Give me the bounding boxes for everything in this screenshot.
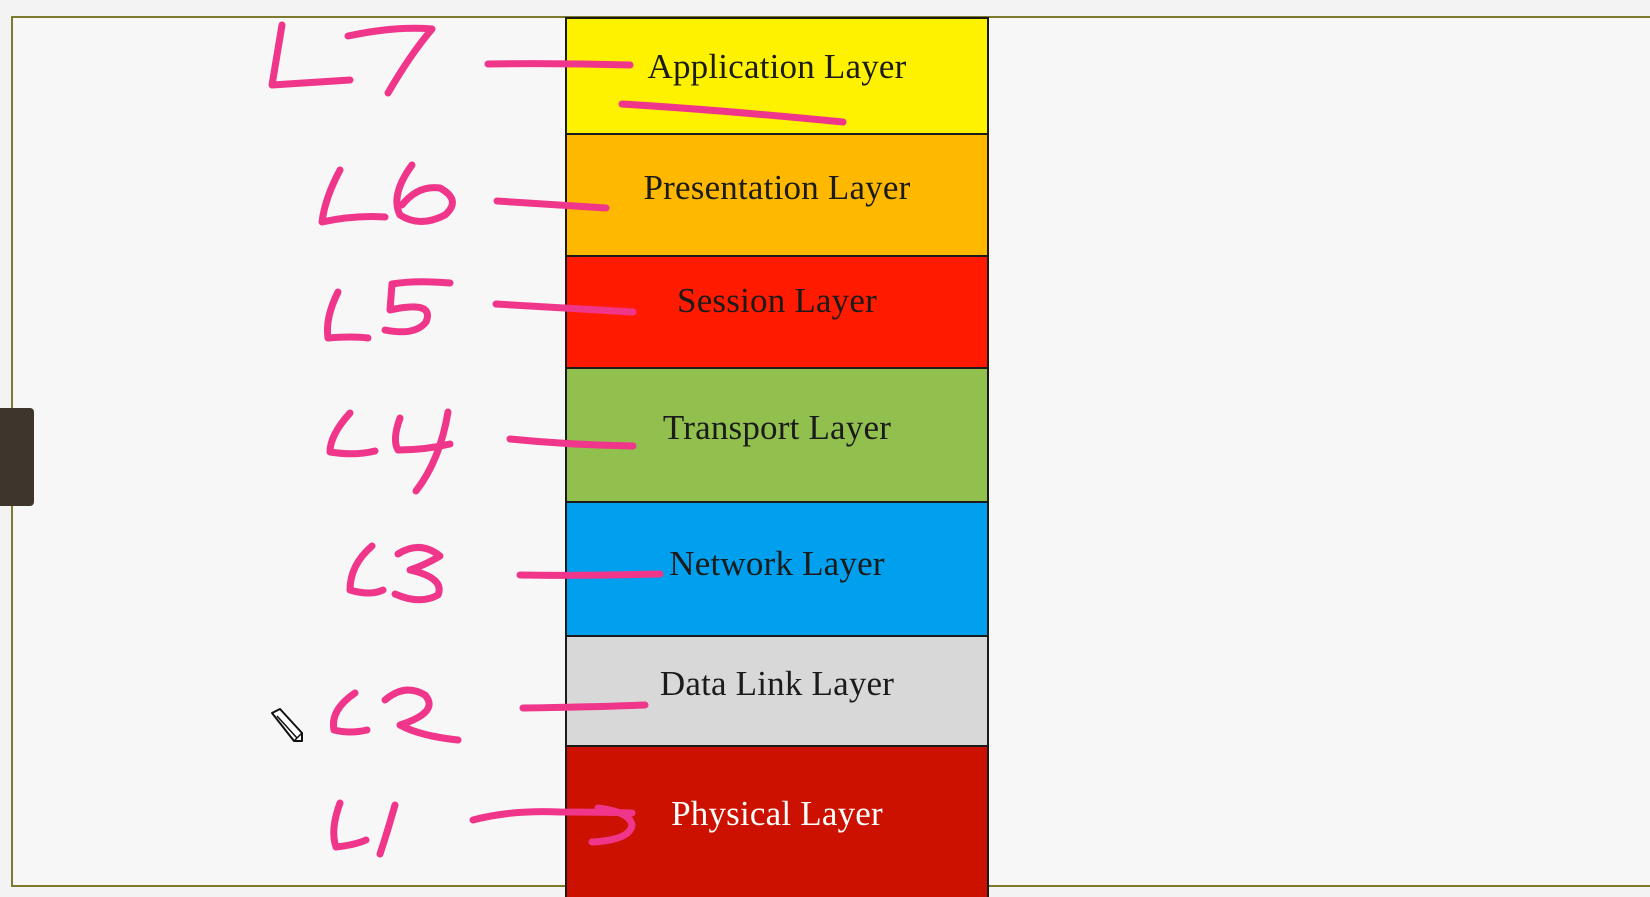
side-panel-tab[interactable] (0, 408, 34, 506)
application-layer-block: Application Layer (567, 17, 987, 134)
physical-layer-label: Physical Layer (671, 794, 883, 833)
presentation-layer-block: Presentation Layer (567, 133, 987, 257)
transport-layer-label: Transport Layer (662, 408, 892, 447)
network-layer-block: Network Layer (567, 501, 987, 637)
physical-layer-block: Physical Layer (567, 745, 987, 897)
transport-layer-block: Transport Layer (567, 367, 987, 503)
application-layer-label: Application Layer (647, 46, 907, 86)
osi-layer-stack: Application Layer Presentation Layer Ses… (565, 17, 989, 897)
network-layer-label: Network Layer (669, 544, 885, 583)
presentation-layer-label: Presentation Layer (643, 168, 911, 207)
session-layer-block: Session Layer (567, 255, 987, 369)
session-layer-label: Session Layer (677, 281, 877, 320)
data-link-layer-label: Data Link Layer (659, 664, 895, 703)
data-link-layer-block: Data Link Layer (567, 635, 987, 747)
pencil-cursor-icon (271, 708, 303, 742)
